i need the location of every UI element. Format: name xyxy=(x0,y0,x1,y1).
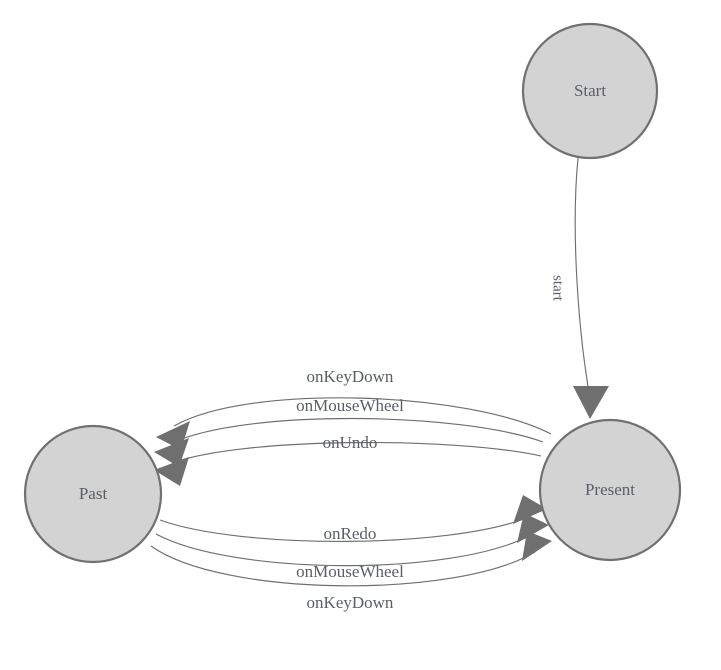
node-past[interactable]: Past xyxy=(23,424,163,564)
node-start[interactable]: Start xyxy=(521,22,659,160)
edge-path-start-to-present xyxy=(574,157,591,399)
edge-label-past-to-present-onmousewheel: onMouseWheel xyxy=(296,562,404,581)
edge-label-present-to-past-onundo: onUndo xyxy=(323,433,378,452)
edge-path-present-to-past-1 xyxy=(173,397,552,435)
edge-label-layer: start onKeyDown onMouseWheel onUndo onRe… xyxy=(296,275,565,612)
node-present-circle xyxy=(538,418,682,562)
arrowhead-start-to-present xyxy=(573,386,609,419)
edge-label-present-to-past-onmousewheel: onMouseWheel xyxy=(296,396,404,415)
edge-path-past-to-present-2 xyxy=(155,533,532,567)
edge-label-past-to-present-onredo: onRedo xyxy=(324,524,377,543)
edge-layer xyxy=(150,157,609,587)
edge-path-past-to-present-3 xyxy=(150,545,536,587)
arrowhead-past-to-present-2 xyxy=(517,513,549,543)
edge-path-present-to-past-2 xyxy=(171,417,544,444)
node-layer: Start Past Present xyxy=(23,22,682,564)
node-start-circle xyxy=(521,22,659,160)
edge-start-to-present[interactable] xyxy=(573,157,609,419)
arrowhead-present-to-past-3 xyxy=(154,457,189,486)
node-start-label: Start xyxy=(574,81,606,100)
node-past-label: Past xyxy=(79,484,108,503)
edge-past-to-present-onmousewheel[interactable] xyxy=(155,513,549,567)
edge-present-to-past-onundo[interactable] xyxy=(154,441,542,486)
node-past-circle xyxy=(23,424,163,564)
arrowhead-past-to-present-1 xyxy=(513,495,547,524)
edge-past-to-present-onredo[interactable] xyxy=(159,495,547,542)
edge-label-start: start xyxy=(550,275,566,302)
arrowhead-past-to-present-3 xyxy=(522,531,552,561)
edge-path-past-to-present-1 xyxy=(159,516,530,542)
node-present-label: Present xyxy=(585,480,635,499)
edge-label-past-to-present-onkeydown: onKeyDown xyxy=(307,593,394,612)
edge-past-to-present-onkeydown[interactable] xyxy=(150,531,552,587)
node-present[interactable]: Present xyxy=(538,418,682,562)
edge-label-present-to-past-onkeydown: onKeyDown xyxy=(307,367,394,386)
edge-path-present-to-past-3 xyxy=(171,441,542,464)
